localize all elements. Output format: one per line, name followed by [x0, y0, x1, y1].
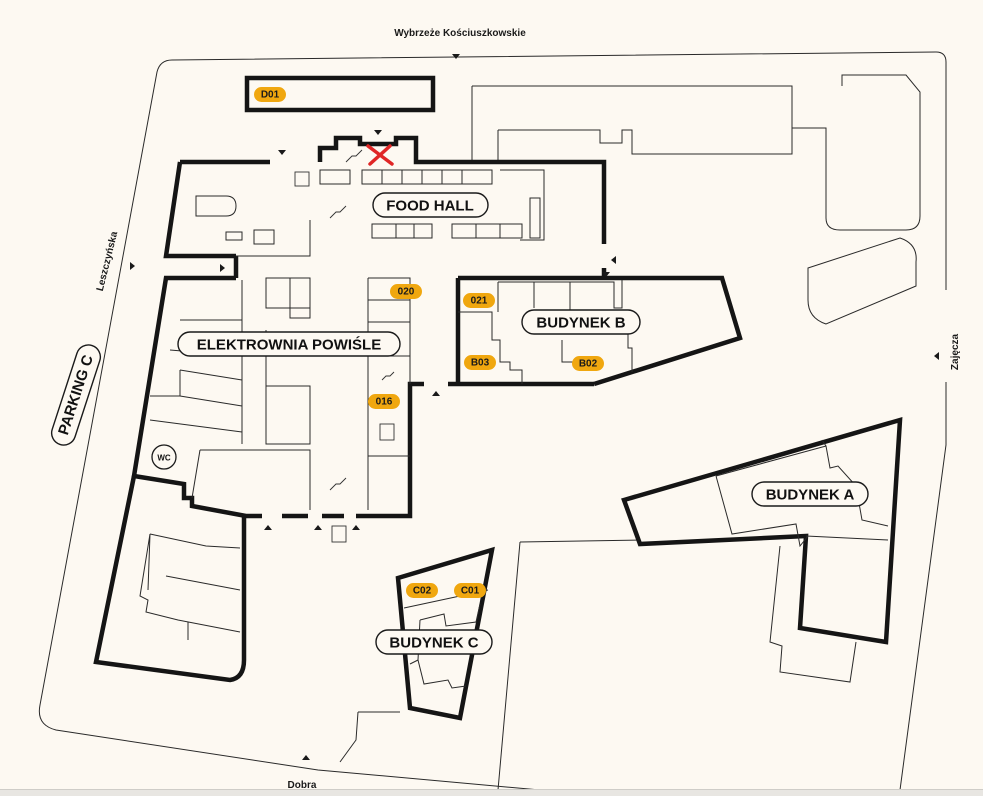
svg-text:016: 016 [376, 397, 393, 408]
street-east-label: Zajęcza [950, 333, 961, 370]
budynek-a-label[interactable]: BUDYNEK A [751, 481, 869, 507]
unit-d01-outline [244, 75, 436, 113]
budynek-b-walls [455, 268, 743, 387]
food-hall-label[interactable]: FOOD HALL [372, 192, 489, 218]
escalator-icons [329, 149, 395, 491]
unit-badge-b03[interactable]: B03 [464, 355, 496, 370]
budynek-c-label[interactable]: BUDYNEK C [375, 629, 493, 655]
parking-c-label: PARKING C [50, 344, 102, 446]
street-west-label-group: Leszczyńska [95, 230, 121, 292]
svg-text:B02: B02 [579, 359, 598, 370]
unit-badge-d01[interactable]: D01 [254, 87, 286, 102]
block-north-inner [471, 86, 793, 163]
unit-badge-c02[interactable]: C02 [406, 583, 438, 598]
svg-text:BUDYNEK A: BUDYNEK A [766, 487, 855, 504]
svg-text:BUDYNEK C: BUDYNEK C [389, 635, 478, 652]
svg-text:020: 020 [398, 287, 415, 298]
budynek-c-interior [403, 589, 489, 689]
svg-text:C01: C01 [461, 586, 480, 597]
street-west-label: Leszczyńska [95, 230, 121, 292]
entrance-markers [130, 54, 939, 760]
street-south-label: Dobra [288, 780, 317, 791]
svg-text:021: 021 [471, 296, 488, 307]
food-hall-walls [163, 135, 607, 278]
street-north-label: Wybrzeże Kościuszkowskie [394, 28, 526, 39]
closed-entrance-icon [366, 144, 394, 166]
svg-text:WC: WC [157, 454, 171, 463]
unit-badge-b02[interactable]: B02 [572, 356, 604, 371]
svg-text:C02: C02 [413, 586, 432, 597]
site-boundary [171, 51, 947, 290]
west-wing-walls [93, 475, 247, 683]
elektrownia-interior [149, 277, 411, 543]
elektrownia-walls [131, 275, 594, 519]
bottom-scroll-bar[interactable] [0, 789, 983, 796]
site-boundary-west [38, 59, 541, 791]
svg-text:B03: B03 [471, 358, 490, 369]
block-south-mid [339, 711, 400, 763]
budynek-a-walls [621, 416, 903, 645]
elektrownia-label[interactable]: ELEKTROWNIA POWIŚLE [177, 331, 401, 357]
svg-text:FOOD HALL: FOOD HALL [386, 198, 474, 215]
svg-text:ELEKTROWNIA POWIŚLE: ELEKTROWNIA POWIŚLE [197, 336, 381, 354]
block-south-east-site [497, 539, 641, 791]
site-boundary-east [899, 382, 947, 791]
street-east-label-group: Zajęcza [950, 333, 961, 370]
svg-text:D01: D01 [261, 90, 280, 101]
budynek-c-walls [395, 546, 495, 721]
food-hall-interior [195, 169, 545, 257]
unit-badge-020[interactable]: 020 [390, 284, 422, 299]
budynek-b-label[interactable]: BUDYNEK B [521, 309, 641, 335]
unit-badge-c01[interactable]: C01 [454, 583, 486, 598]
wc-icon[interactable]: WC [151, 444, 177, 470]
unit-badge-021[interactable]: 021 [463, 293, 495, 308]
block-east [807, 237, 917, 325]
block-north-east [472, 74, 921, 231]
unit-badge-016[interactable]: 016 [368, 394, 400, 409]
budynek-a-interior [715, 439, 889, 683]
svg-text:BUDYNEK B: BUDYNEK B [536, 315, 625, 332]
west-wing-interior [139, 533, 241, 640]
